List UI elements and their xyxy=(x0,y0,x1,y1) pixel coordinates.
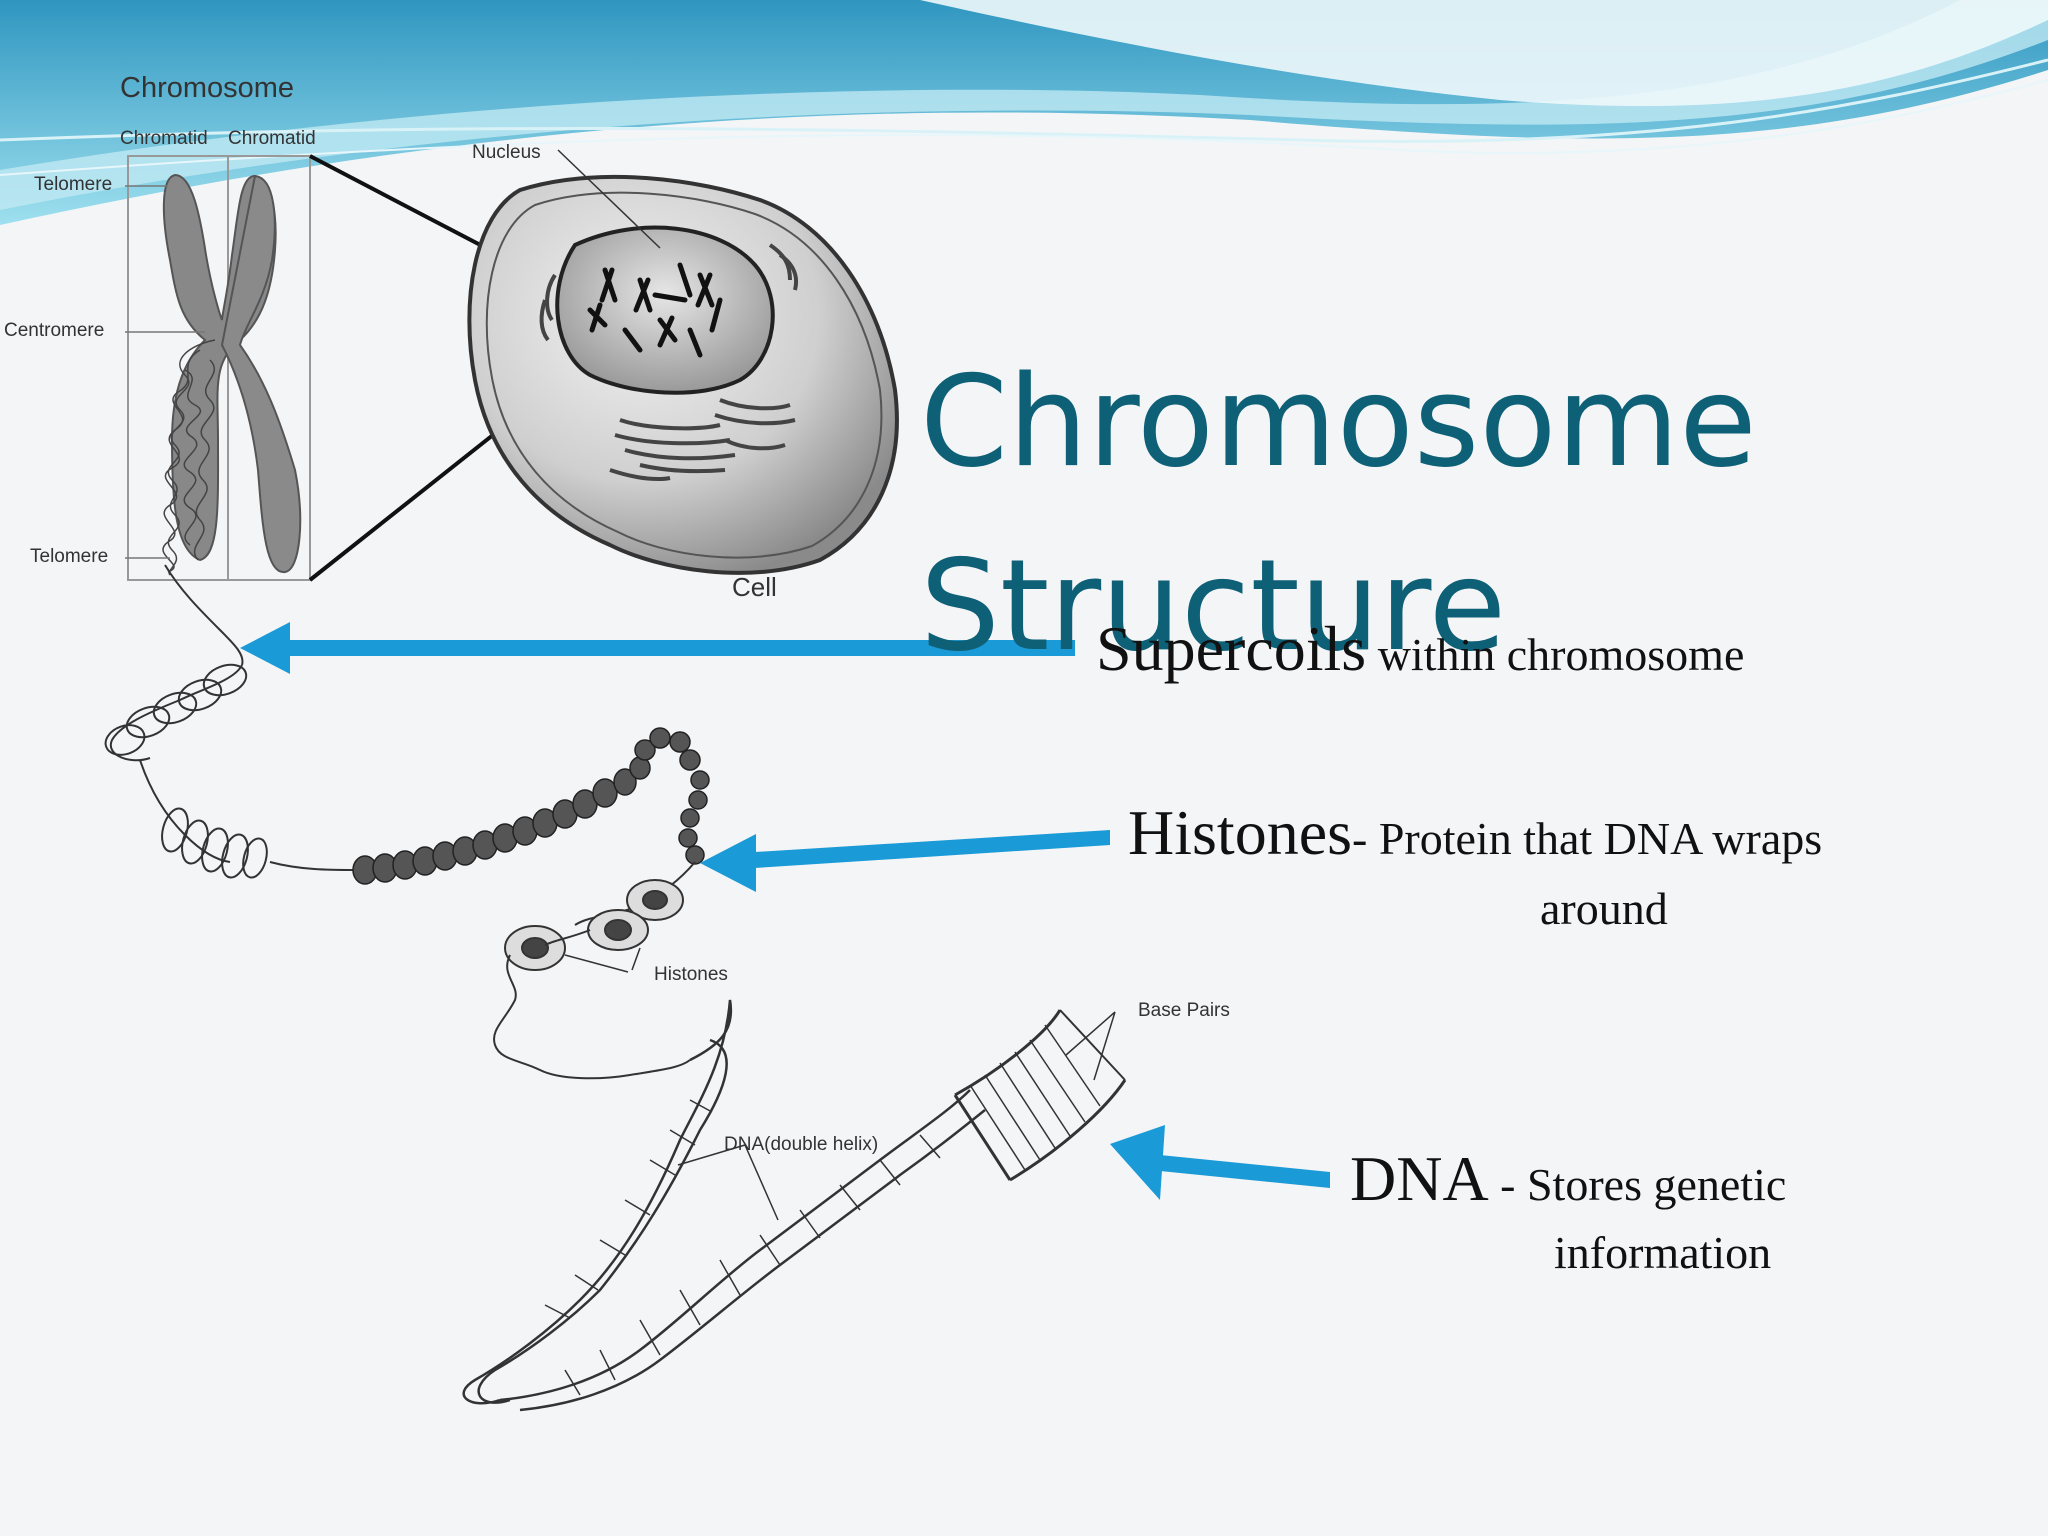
supercoils-arrow xyxy=(240,622,1075,674)
label-chromatid-left: Chromatid xyxy=(120,128,208,149)
dna-arrow xyxy=(1110,1125,1330,1200)
label-telomere-top: Telomere xyxy=(34,174,113,195)
label-telomere-bottom: Telomere xyxy=(30,546,109,567)
header-wave xyxy=(0,0,2048,225)
histones-term: Histones xyxy=(1128,797,1352,868)
histones-arrow xyxy=(700,830,1110,892)
label-dna-double-helix: DNA(double helix) xyxy=(724,1134,879,1155)
dna-desc: - Stores genetic xyxy=(1488,1159,1787,1210)
page-title: Chromosome Structure xyxy=(920,330,1820,698)
chromatid-box-right xyxy=(227,155,311,581)
dna-term: DNA xyxy=(1350,1143,1489,1214)
annotation-arrows xyxy=(240,622,1330,1200)
histones-desc: - Protein that DNA wraps xyxy=(1352,813,1823,864)
title-line-2: Structure xyxy=(920,532,1507,679)
annotation-dna: DNA - Stores genetic xyxy=(1350,1142,1786,1216)
label-base-pairs: Base Pairs xyxy=(1138,1000,1230,1021)
dna-desc-line2: information xyxy=(1554,1227,1772,1278)
supercoils-term: Supercoils xyxy=(1096,613,1367,684)
right-chromatid xyxy=(220,174,302,574)
label-chromosome: Chromosome xyxy=(120,72,295,104)
annotation-histones: Histones- Protein that DNA wraps xyxy=(1128,796,1822,870)
label-chromatid-right: Chromatid xyxy=(228,128,316,149)
histones-desc-line2: around xyxy=(1540,883,1668,934)
label-centromere: Centromere xyxy=(4,320,105,341)
coiled-chromatin xyxy=(162,339,216,576)
cell xyxy=(467,149,899,575)
supercoils-desc: within chromosome xyxy=(1366,629,1745,680)
histone-beads xyxy=(493,861,696,1080)
dna-helix xyxy=(462,999,986,1412)
base-pair-ladder xyxy=(953,1009,1127,1182)
label-nucleus: Nucleus xyxy=(472,142,541,163)
annotation-supercoils: Supercoils within chromosome xyxy=(1096,612,1744,686)
label-histones: Histones xyxy=(654,964,728,985)
supercoil xyxy=(104,564,356,879)
title-line-1: Chromosome xyxy=(920,348,1757,495)
nucleosome-fiber xyxy=(352,727,710,885)
label-cell: Cell xyxy=(732,572,777,602)
